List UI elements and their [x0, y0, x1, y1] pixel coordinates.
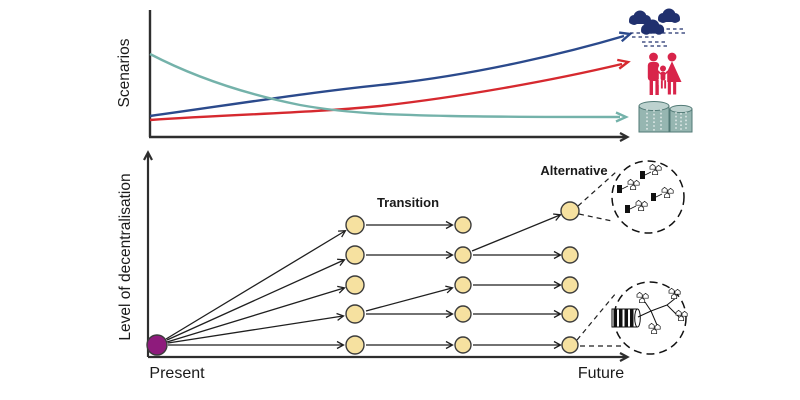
scenario-arrowhead-family: [617, 58, 631, 70]
scenario-curves: [149, 31, 633, 123]
present-label: Present: [149, 365, 205, 382]
zoom-circle-decentralised-clusters: [611, 160, 685, 234]
pathway-node: [345, 275, 365, 295]
pathway-arrow: [167, 312, 345, 344]
pathway-node: [345, 304, 365, 324]
scenarios-axis-label: Scenarios: [116, 38, 133, 107]
water-tanks-icon: [638, 101, 693, 133]
tank-rivets: [646, 109, 687, 131]
zoom-link-dashed: [578, 213, 613, 222]
house-cluster: [669, 288, 680, 298]
pathway-arrow: [471, 213, 562, 252]
rain-clouds-icon: [629, 8, 686, 47]
decentralised-clusters-illustration: [617, 164, 673, 213]
pathway-node: [561, 336, 579, 354]
small-tanks: [617, 171, 656, 213]
scenario-curve-water-tanks: [149, 52, 621, 119]
pathway-node: [454, 246, 472, 264]
house-cluster: [628, 179, 639, 189]
child-head: [660, 65, 666, 72]
decentralisation-diagram: Level of decentralisation Present Future…: [117, 150, 687, 382]
pathway-node: [345, 335, 365, 355]
scenarios-chart: Scenarios: [116, 8, 693, 142]
house-cluster: [649, 323, 660, 333]
man-body: [647, 62, 660, 81]
zoom-link-dashed: [576, 292, 617, 341]
pathway-node: [454, 336, 472, 354]
pathway-nodes: [146, 201, 580, 356]
scenario-arrowhead-rain-clouds: [618, 31, 633, 43]
tank-top-small: [669, 104, 693, 114]
pathway-node: [561, 246, 579, 264]
present-origin-node: [146, 334, 168, 356]
cluster-links: [621, 171, 663, 210]
pathway-arrow: [166, 285, 346, 343]
alternative-label: Alternative: [540, 163, 607, 178]
scenario-arrowhead-water-tanks: [615, 111, 629, 123]
scenario-curve-rain-clouds: [149, 34, 625, 118]
house-cluster: [650, 164, 661, 174]
pathway-node: [454, 216, 472, 234]
pathway-node: [561, 305, 579, 323]
house-cluster: [637, 292, 648, 302]
woman-dress: [662, 61, 682, 82]
house-cluster: [662, 187, 673, 197]
centralised-network-illustration: [611, 288, 687, 333]
child-body: [660, 71, 666, 81]
pathway-node: [454, 305, 472, 323]
family-icon: [647, 52, 682, 95]
central-tank: [611, 308, 641, 328]
child-arms: [657, 70, 669, 75]
house-cluster: [636, 200, 647, 210]
man-head: [649, 52, 658, 62]
pathway-node: [560, 201, 580, 221]
decentralisation-axis-label: Level of decentralisation: [117, 173, 134, 340]
pathway-arrow: [166, 258, 346, 341]
scenario-curve-family: [149, 62, 623, 122]
pathway-node: [454, 276, 472, 294]
future-label: Future: [578, 365, 624, 382]
woman-head: [667, 52, 677, 62]
pathway-node: [345, 245, 365, 265]
zoom-circle-centralised-network: [613, 281, 687, 355]
zoom-circles: [611, 160, 687, 355]
rain-cloud: [658, 8, 680, 23]
pathway-node: [561, 276, 579, 294]
pathway-arrow: [165, 230, 347, 340]
pathway-arrow: [365, 285, 454, 312]
rain-streaks: [630, 28, 686, 47]
transition-label: Transition: [377, 195, 439, 210]
pathway-node: [345, 215, 365, 235]
pathway-arrows: [165, 171, 624, 350]
tank-top-large: [638, 101, 670, 111]
